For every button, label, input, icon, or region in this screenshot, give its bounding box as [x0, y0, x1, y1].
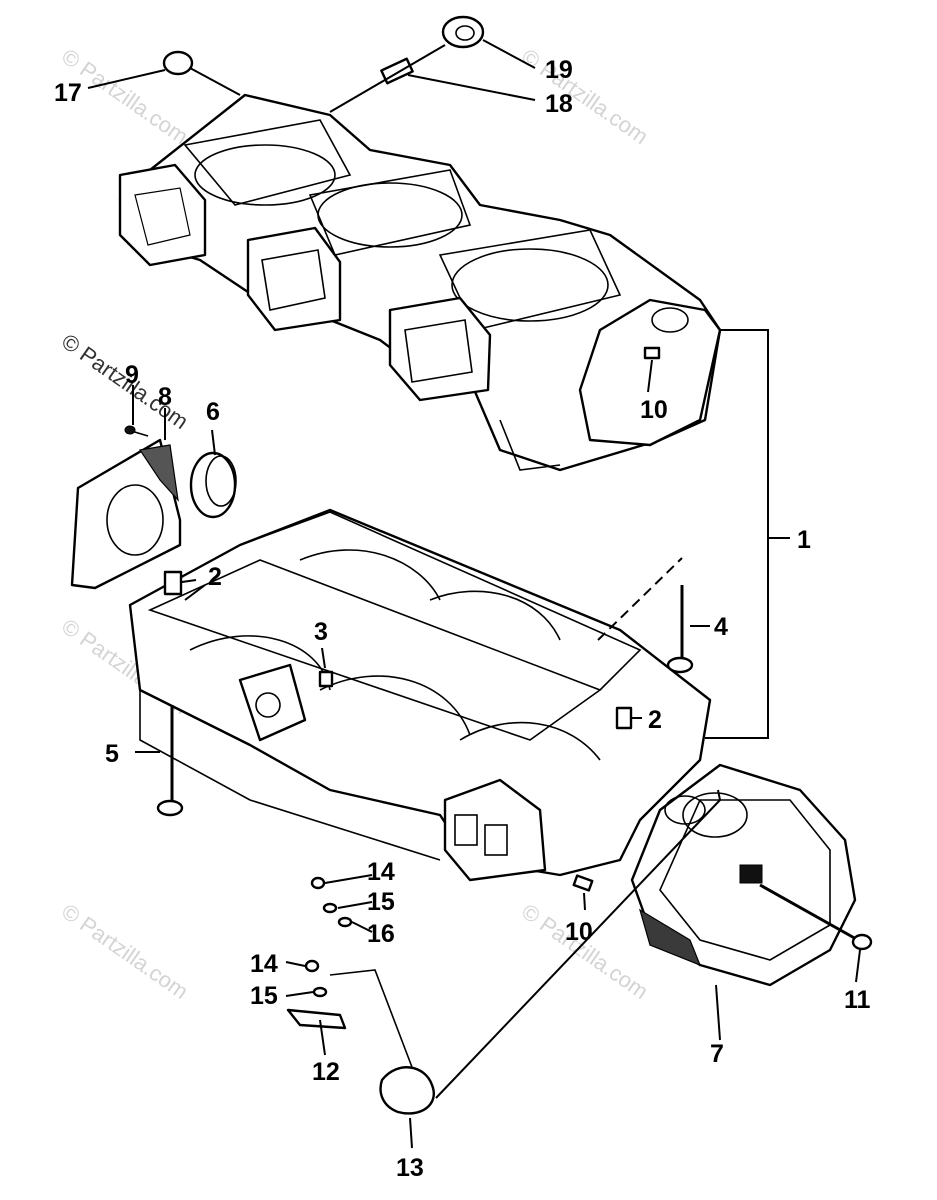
callout-14-lower: 14: [250, 950, 278, 978]
small-parts: [124, 15, 873, 1115]
callout-15-upper: 15: [367, 888, 395, 916]
callout-2-right: 2: [648, 706, 662, 734]
callout-17: 17: [54, 79, 82, 107]
callouts: 17 19 18 10 9 8 6 1 2 4 3 2 5 14 15 16 1…: [54, 56, 871, 1182]
callout-7: 7: [710, 1040, 724, 1068]
callout-8: 8: [158, 383, 172, 411]
callout-6: 6: [206, 398, 220, 426]
flywheel-housing: [630, 763, 857, 987]
leader-lines: [87, 39, 861, 1149]
callout-13: 13: [396, 1154, 424, 1182]
callout-12: 12: [312, 1058, 340, 1086]
side-plate: [70, 438, 182, 590]
callout-19: 19: [545, 56, 573, 84]
watermark-2: © Partzilla.com: [517, 44, 653, 150]
callout-11: 11: [844, 986, 871, 1014]
callout-18: 18: [545, 90, 573, 118]
watermark-7: © Partzilla.com: [57, 899, 193, 1005]
callout-4: 4: [714, 613, 728, 641]
callout-10-upper: 10: [640, 396, 668, 424]
callout-5: 5: [105, 740, 119, 768]
callout-9: 9: [125, 361, 139, 389]
lower-crankcase: [128, 508, 712, 882]
callout-14-upper: 14: [367, 858, 395, 886]
callout-15-lower: 15: [250, 982, 278, 1010]
callout-2-left: 2: [208, 563, 222, 591]
seal-ring: [189, 451, 237, 519]
callout-1: 1: [797, 526, 811, 554]
callout-16: 16: [367, 920, 395, 948]
callout-10-lower: 10: [565, 918, 593, 946]
watermark-8: © Partzilla.com: [517, 899, 653, 1005]
callout-3: 3: [314, 618, 328, 646]
